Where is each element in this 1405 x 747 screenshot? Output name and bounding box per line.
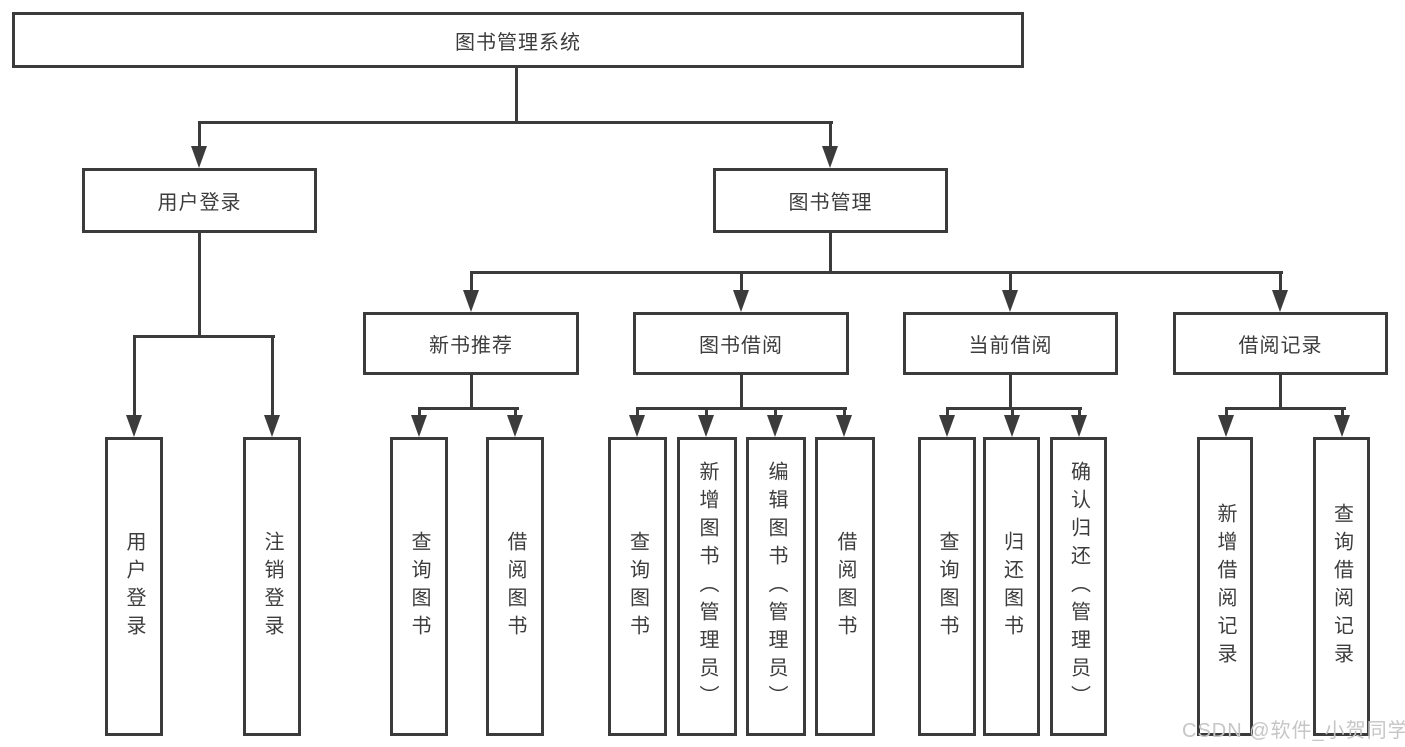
node-leaf-add-books-admin: 新增图书（管理员） (677, 437, 737, 736)
node-label: 图书借阅 (699, 335, 783, 357)
connector-line (198, 233, 201, 337)
node-leaf-borrow-books-2: 借阅图书 (815, 437, 875, 736)
connector-line (1279, 375, 1282, 409)
connector-line (133, 338, 136, 418)
node-label: 编辑图书（管理员） (765, 460, 787, 713)
node-leaf-logout: 注销登录 (243, 437, 301, 736)
arrow-down-icon (191, 146, 207, 168)
connector-line (740, 375, 743, 409)
node-label: 用户登录 (123, 530, 145, 643)
connector-line (705, 410, 708, 417)
arrow-down-icon (1002, 290, 1018, 312)
connector-line (946, 407, 1082, 410)
arrow-down-icon (767, 415, 783, 437)
csdn-watermark: CSDN @软件_小贺同学 (1182, 720, 1405, 742)
node-label: 新书推荐 (429, 335, 513, 357)
connector-line (636, 407, 847, 410)
node-leaf-edit-books-admin: 编辑图书（管理员） (746, 437, 806, 736)
arrow-down-icon (698, 415, 714, 437)
node-label: 用户登录 (157, 192, 242, 214)
connector-line (1341, 410, 1344, 417)
connector-line (829, 233, 832, 273)
connector-line (1225, 407, 1346, 410)
node-leaf-query-books-1: 查询图书 (390, 437, 448, 736)
arrow-down-icon (1272, 290, 1288, 312)
node-label: 查询图书 (936, 530, 958, 643)
node-leaf-return-books: 归还图书 (983, 437, 1040, 736)
node-label: 查询借阅记录 (1330, 502, 1353, 671)
connector-line (946, 410, 949, 417)
connector-line (198, 124, 201, 150)
node-label: 当前借阅 (968, 335, 1053, 357)
node-leaf-query-books-2: 查询图书 (608, 437, 667, 736)
connector-line (636, 410, 639, 417)
connector-line (843, 410, 846, 417)
node-current-borrow: 当前借阅 (903, 312, 1118, 375)
node-leaf-user-login: 用户登录 (105, 437, 163, 736)
connector-line (515, 68, 518, 124)
connector-line (133, 335, 275, 338)
connector-line (1009, 375, 1012, 409)
connector-line (418, 407, 519, 410)
arrow-down-icon (463, 290, 479, 312)
node-new-book-recommend: 新书推荐 (363, 312, 579, 375)
arrow-down-icon (1004, 415, 1020, 437)
arrow-down-icon (1071, 415, 1087, 437)
node-book-management: 图书管理 (713, 168, 948, 233)
connector-line (1009, 274, 1012, 292)
node-leaf-query-books-3: 查询图书 (918, 437, 976, 736)
node-label: 图书管理系统 (455, 31, 581, 54)
node-label: 查询图书 (626, 530, 649, 643)
connector-line (470, 271, 1283, 274)
node-book-borrow: 图书借阅 (633, 312, 849, 375)
connector-line (470, 375, 473, 409)
connector-line (514, 410, 517, 417)
connector-line (1078, 410, 1081, 417)
connector-line (740, 274, 743, 292)
connector-line (470, 274, 473, 292)
arrow-down-icon (126, 415, 142, 437)
node-label: 新增图书（管理员） (696, 460, 718, 713)
node-leaf-confirm-return-admin: 确认归还（管理员） (1050, 437, 1107, 736)
node-root-library-system: 图书管理系统 (12, 12, 1024, 68)
node-label: 借阅记录 (1238, 335, 1323, 357)
node-label: 借阅图书 (834, 530, 856, 643)
node-leaf-add-borrow-record: 新增借阅记录 (1197, 437, 1253, 736)
arrow-down-icon (1218, 415, 1234, 437)
node-label: 图书管理 (788, 192, 873, 214)
connector-line (198, 121, 833, 124)
arrow-down-icon (411, 415, 427, 437)
connector-line (1225, 410, 1228, 417)
node-borrow-records: 借阅记录 (1173, 312, 1388, 375)
connector-line (829, 124, 832, 150)
node-label: 借阅图书 (504, 530, 526, 643)
node-user-login: 用户登录 (82, 168, 317, 233)
arrow-down-icon (822, 146, 838, 168)
connector-line (418, 410, 421, 417)
node-leaf-borrow-books-1: 借阅图书 (486, 437, 544, 736)
arrow-down-icon (836, 415, 852, 437)
arrow-down-icon (507, 415, 523, 437)
arrow-down-icon (939, 415, 955, 437)
arrow-down-icon (629, 415, 645, 437)
arrow-down-icon (264, 415, 280, 437)
node-label: 注销登录 (261, 530, 283, 643)
connector-line (1279, 274, 1282, 292)
node-label: 查询图书 (408, 530, 430, 643)
node-label: 归还图书 (1000, 530, 1023, 643)
node-leaf-query-borrow-record: 查询借阅记录 (1313, 437, 1370, 736)
connector-line (271, 338, 274, 418)
connector-line (1011, 410, 1014, 417)
arrow-down-icon (733, 290, 749, 312)
connector-line (774, 410, 777, 417)
node-label: 确认归还（管理员） (1067, 460, 1090, 713)
arrow-down-icon (1334, 415, 1350, 437)
node-label: 新增借阅记录 (1214, 502, 1236, 671)
